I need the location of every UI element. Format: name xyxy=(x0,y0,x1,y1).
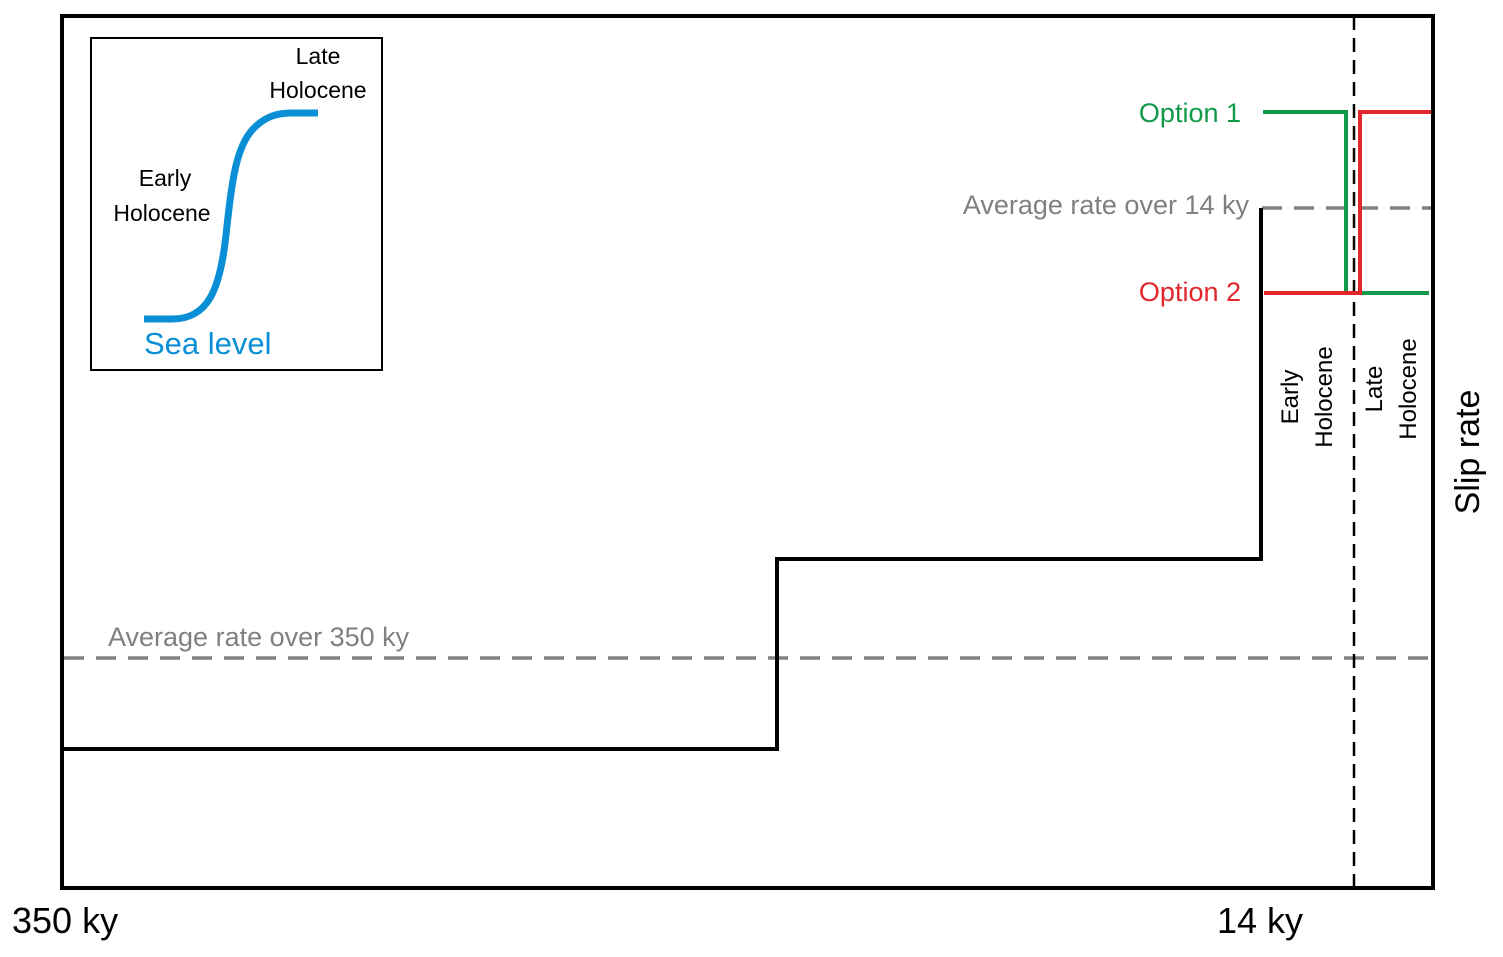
plot-frame xyxy=(60,14,1435,890)
x-axis-label-14ky: 14 ky xyxy=(1217,900,1303,941)
x-axis-label-350ky: 350 ky xyxy=(12,900,118,941)
early-holocene-vertical-label: Early Holocene xyxy=(1277,346,1338,447)
average-350ky-label: Average rate over 350 ky xyxy=(108,622,410,652)
inset-early-holocene-label-line2: Holocene xyxy=(113,200,210,226)
early-holocene-vertical-label-line2: Holocene xyxy=(1311,346,1338,447)
sea-level-label: Sea level xyxy=(144,326,272,361)
inset-late-holocene-label-line2: Holocene xyxy=(269,77,366,103)
sea-level-curve xyxy=(144,109,318,323)
option2-label: Option 2 xyxy=(1139,277,1241,307)
inset-late-holocene-label-line1: Late xyxy=(296,43,341,69)
late-holocene-vertical-label-line1: Late xyxy=(1361,366,1388,413)
late-holocene-vertical-label-line2: Holocene xyxy=(1395,338,1422,439)
slip-rate-step-line xyxy=(64,208,1263,751)
y-axis-label: Slip rate xyxy=(1449,390,1487,515)
sea-level-inset: Late Holocene Early Holocene Sea level xyxy=(90,37,383,371)
option2-line xyxy=(1264,110,1431,295)
option1-line xyxy=(1263,110,1429,295)
late-holocene-vertical-label: Late Holocene xyxy=(1361,338,1422,439)
option1-label: Option 1 xyxy=(1139,98,1241,128)
average-14ky-label: Average rate over 14 ky xyxy=(963,190,1250,220)
inset-early-holocene-label-line1: Early xyxy=(139,165,192,191)
early-holocene-vertical-label-line1: Early xyxy=(1277,370,1304,425)
inset-frame xyxy=(90,37,383,371)
